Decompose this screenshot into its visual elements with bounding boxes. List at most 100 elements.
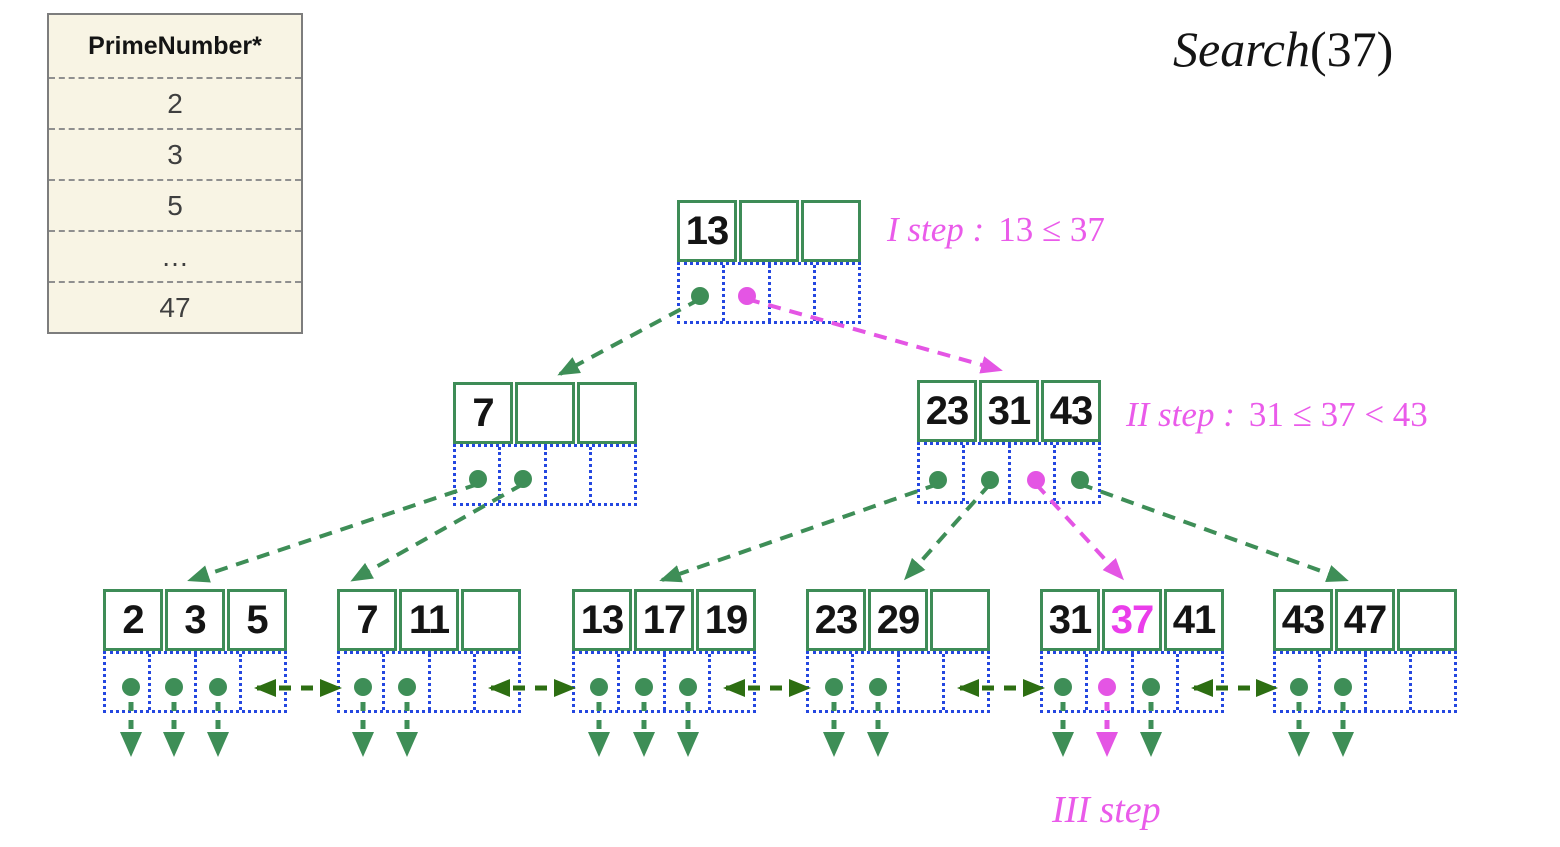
key-cell: 41 xyxy=(1164,589,1224,651)
search-title: Search(37) xyxy=(1173,20,1393,78)
leaf-node-4-pointers xyxy=(806,651,990,713)
root-node-keys: 13 xyxy=(677,200,861,262)
pointer-cell xyxy=(767,265,813,321)
key-cell: 19 xyxy=(696,589,756,651)
arrow-right-child-to-leaf6 xyxy=(1079,482,1349,583)
key-cell: 29 xyxy=(868,589,928,651)
leaf-node-5-pointers xyxy=(1040,651,1224,713)
pointer-cell xyxy=(575,654,617,710)
step-1-expression: 13 ≤ 37 xyxy=(998,210,1105,249)
internal-left-node-pointers xyxy=(453,444,637,506)
pointer-cell xyxy=(456,447,498,503)
tree-child-arrows xyxy=(187,297,1349,583)
leaf-node-4-keys: 23 29 xyxy=(806,589,990,651)
pointer-cell xyxy=(617,654,662,710)
pointer-cell xyxy=(920,445,962,501)
pointer-cell xyxy=(472,654,518,710)
pointer-cell xyxy=(238,654,284,710)
arrow-right-child-to-leaf3 xyxy=(659,482,939,583)
key-cell: 23 xyxy=(806,589,866,651)
pointer-cell xyxy=(1276,654,1318,710)
table-row-ellipsis: … xyxy=(49,232,301,283)
pointer-cell xyxy=(193,654,239,710)
internal-right-node-keys: 23 31 43 xyxy=(917,380,1101,442)
key-cell xyxy=(1397,589,1457,651)
leaf-node-2-keys: 7 11 xyxy=(337,589,521,651)
pointer-cell xyxy=(812,265,858,321)
key-cell: 23 xyxy=(917,380,977,442)
leaf-node-1-pointers xyxy=(103,651,287,713)
pointer-cell xyxy=(1052,445,1098,501)
root-node-pointers xyxy=(677,262,861,324)
pointer-cell xyxy=(1175,654,1221,710)
key-cell xyxy=(461,589,521,651)
leaf-node-3-keys: 13 17 19 xyxy=(572,589,756,651)
leaf-node-1-keys: 2 3 5 xyxy=(103,589,287,651)
prime-number-table: PrimeNumber* 2 3 5 … 47 xyxy=(47,13,303,334)
table-row: 5 xyxy=(49,181,301,232)
pointer-cell xyxy=(1408,654,1454,710)
pointer-cell xyxy=(1085,654,1130,710)
leaf-node-6-keys: 43 47 xyxy=(1273,589,1457,651)
key-cell: 7 xyxy=(453,382,513,444)
pointer-cell xyxy=(809,654,851,710)
key-cell: 5 xyxy=(227,589,287,651)
step-1-annotation: I step : 13 ≤ 37 xyxy=(887,210,1105,250)
pointer-cell xyxy=(543,447,589,503)
pointer-cell xyxy=(588,447,634,503)
search-function-name: Search xyxy=(1173,21,1310,77)
leaf-node-5-keys: 31 37 41 xyxy=(1040,589,1224,651)
arrow-left-child-to-leaf1 xyxy=(187,482,479,583)
pointer-cell xyxy=(1363,654,1409,710)
key-cell xyxy=(930,589,990,651)
table-row: 3 xyxy=(49,130,301,181)
pointer-cell xyxy=(1130,654,1176,710)
pointer-cell xyxy=(662,654,708,710)
key-cell: 13 xyxy=(572,589,632,651)
step-3-label: III step xyxy=(1052,789,1161,831)
key-cell xyxy=(801,200,861,262)
step-2-label: II step : xyxy=(1126,395,1235,434)
internal-left-node-keys: 7 xyxy=(453,382,637,444)
pointer-cell xyxy=(1007,445,1053,501)
pointer-cell xyxy=(1318,654,1363,710)
pointer-cell xyxy=(148,654,193,710)
pointer-cell xyxy=(722,265,767,321)
pointer-cell xyxy=(962,445,1007,501)
key-cell: 47 xyxy=(1335,589,1395,651)
key-cell: 31 xyxy=(1040,589,1100,651)
internal-right-node-pointers xyxy=(917,442,1101,504)
pointer-cell xyxy=(498,447,543,503)
step-1-label: I step : xyxy=(887,210,985,249)
key-cell: 3 xyxy=(165,589,225,651)
key-cell xyxy=(577,382,637,444)
leaf-node-3-pointers xyxy=(572,651,756,713)
leaf-node-2-pointers xyxy=(337,651,521,713)
pointer-cell xyxy=(707,654,753,710)
key-cell xyxy=(515,382,575,444)
step-2-expression: 31 ≤ 37 < 43 xyxy=(1248,395,1428,434)
pointer-cell xyxy=(941,654,987,710)
key-cell xyxy=(739,200,799,262)
pointer-cell xyxy=(680,265,722,321)
pointer-cell xyxy=(851,654,896,710)
key-cell: 13 xyxy=(677,200,737,262)
table-row: 2 xyxy=(49,79,301,130)
key-cell: 17 xyxy=(634,589,694,651)
key-cell: 43 xyxy=(1041,380,1101,442)
leaf-node-6-pointers xyxy=(1273,651,1457,713)
pointer-cell xyxy=(382,654,427,710)
search-argument: (37) xyxy=(1310,21,1394,77)
key-cell: 43 xyxy=(1273,589,1333,651)
key-cell: 2 xyxy=(103,589,163,651)
table-title: PrimeNumber* xyxy=(49,15,301,79)
pointer-cell xyxy=(1043,654,1085,710)
pointer-cell xyxy=(340,654,382,710)
pointer-cell xyxy=(427,654,473,710)
key-cell-highlighted: 37 xyxy=(1102,589,1162,651)
key-cell: 7 xyxy=(337,589,397,651)
pointer-cell xyxy=(106,654,148,710)
step-3-annotation: III step xyxy=(1052,788,1161,832)
pointer-cell xyxy=(896,654,942,710)
